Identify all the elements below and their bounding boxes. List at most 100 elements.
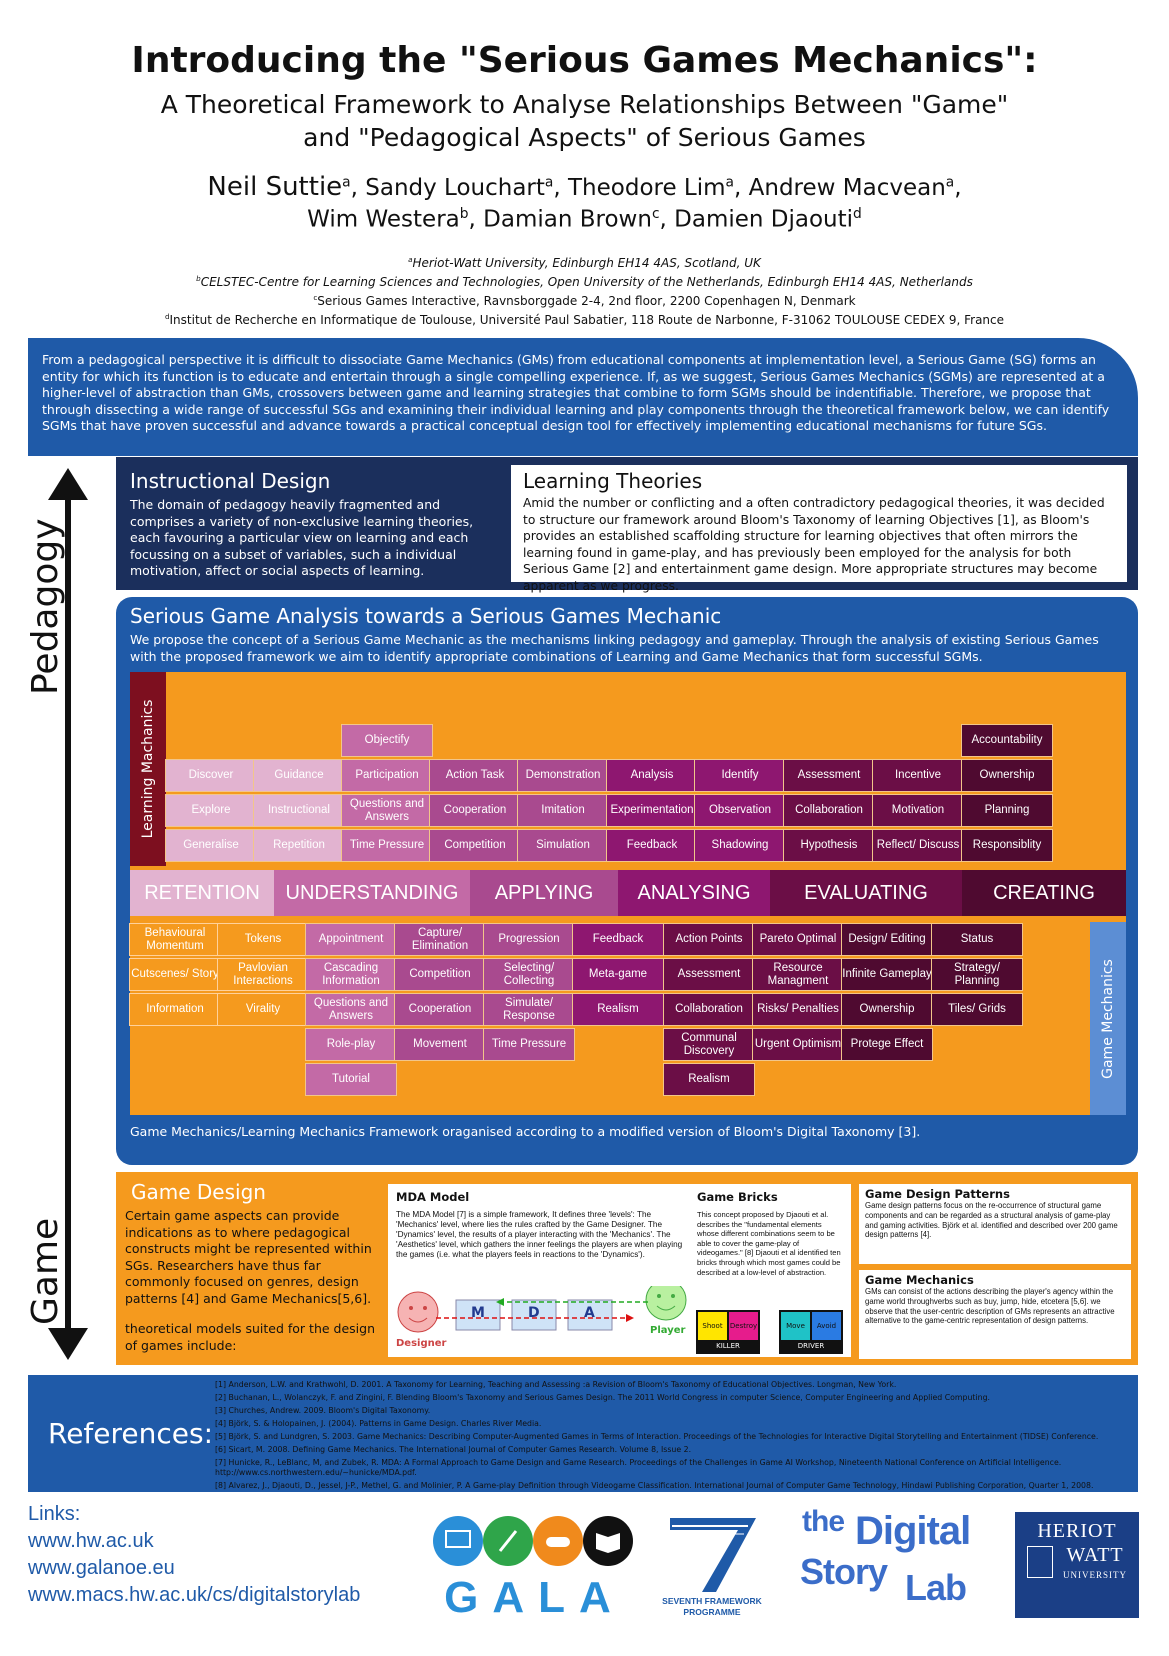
dsl-lab: Lab	[905, 1567, 967, 1608]
affiliation-b: bCELSTEC-Centre for Learning Sciences an…	[196, 274, 973, 289]
learning-mechanic-cell: Participation	[341, 759, 433, 792]
learning-mechanic-cell: Explore	[165, 794, 257, 827]
learning-mechanic-cell: Assessment	[783, 759, 875, 792]
authors-line-1: Neil Suttiea, Sandy Loucharta, Theodore …	[207, 172, 962, 202]
game-design-section: Game Design Certain game aspects can pro…	[116, 1172, 1138, 1365]
learning-mechanic-cell: Competition	[429, 829, 521, 862]
learning-mechanic-cell: Analysis	[606, 759, 698, 792]
reference-item: [5] Björk, S. and Lundgren, S. 2003. Gam…	[215, 1432, 1099, 1441]
affiliation-d: dInstitut de Recherche en Informatique d…	[164, 312, 1005, 327]
learning-mechanic-cell: Planning	[961, 794, 1053, 827]
learning-mechanic-cell: Cooperation	[429, 794, 521, 827]
learning-mechanic-cell: Questions and Answers	[341, 794, 433, 827]
reference-item: [2] Buchanan, L., Wolanczyk, F. and Zing…	[215, 1393, 990, 1402]
game-mechanic-cell: Action Points	[663, 923, 755, 956]
game-mechanic-cell: Design/ Editing	[841, 923, 933, 956]
game-mechanic-cell: Risks/ Penalties	[752, 993, 844, 1026]
poster-subtitle-line-1: A Theoretical Framework to Analyse Relat…	[160, 90, 1009, 119]
hw-watt: WATT	[1066, 1544, 1124, 1566]
links-heading: Links:	[28, 1503, 81, 1525]
poster-subtitle-line-2: and "Pedagogical Aspects" of Serious Gam…	[303, 123, 866, 152]
learning-theories-heading: Learning Theories	[523, 469, 703, 493]
bloom-band-retention: RETENTION	[130, 870, 274, 916]
link-digitalstorylab[interactable]: www.macs.hw.ac.uk/cs/digitalstorylab	[28, 1584, 361, 1606]
game-mechanic-cell: Appointment	[305, 923, 397, 956]
fp7-line-1: SEVENTH FRAMEWORK	[662, 1596, 762, 1606]
designer-face-icon	[397, 1291, 439, 1333]
game-mechanic-cell: Realism	[572, 993, 664, 1026]
game-mechanics-panel: Game Mechanics GMs can consist of the ac…	[859, 1270, 1131, 1359]
learning-mechanic-cell: Feedback	[606, 829, 698, 862]
game-mechanic-cell: Tiles/ Grids	[931, 993, 1023, 1026]
link-galanoe[interactable]: www.galanoe.eu	[28, 1557, 175, 1579]
learning-theories-text: Amid the number or conflicting and a oft…	[523, 496, 1105, 593]
analysis-heading: Serious Game Analysis towards a Serious …	[130, 604, 722, 628]
game-mechanic-cell: Time Pressure	[483, 1028, 575, 1061]
game-mechanic-cell: Role-play	[305, 1028, 397, 1061]
game-mechanic-cell: Virality	[217, 993, 309, 1026]
bloom-band-evaluating: EVALUATING	[770, 870, 962, 916]
move-brick: Move	[781, 1312, 810, 1340]
learning-mechanic-cell: Observation	[694, 794, 786, 827]
reference-item: [6] Sicart, M. 2008. Defining Game Mecha…	[215, 1445, 692, 1454]
learning-theories-box: Learning Theories Amid the number or con…	[511, 465, 1127, 593]
references-section: References:	[28, 1375, 1138, 1492]
affiliation-c: cSerious Games Interactive, Ravnsborggad…	[313, 293, 856, 308]
game-mechanic-cell: Status	[931, 923, 1023, 956]
game-bricks-text: This concept proposed by Djaouti et al. …	[697, 1210, 841, 1277]
game-mechanic-cell: Strategy/ Planning	[931, 958, 1023, 991]
designer-label: Designer	[396, 1338, 447, 1349]
game-mechanic-cell: Protege Effect	[841, 1028, 933, 1061]
dsl-the: the	[802, 1505, 845, 1538]
design-patterns-panel: Game Design Patterns Game design pattern…	[859, 1184, 1131, 1264]
game-mechanic-cell: Capture/ Elimination	[394, 923, 486, 956]
game-mechanic-cell: Communal Discovery	[663, 1028, 755, 1061]
abstract-box: From a pedagogical perspective it is dif…	[28, 338, 1138, 456]
learning-mechanic-cell: Reflect/ Discuss	[872, 829, 964, 862]
game-mechanic-cell: Behavioural Momentum	[129, 923, 221, 956]
reference-item: [7] Hunicke, R., LeBlanc, M, and Zubek, …	[215, 1458, 1062, 1467]
game-mechanic-cell: Realism	[663, 1063, 755, 1096]
game-mechanic-cell: Feedback	[572, 923, 664, 956]
bloom-band-creating: CREATING	[962, 870, 1126, 916]
game-bricks-heading: Game Bricks	[697, 1190, 778, 1204]
game-mechanic-cell: Cascading Information	[305, 958, 397, 991]
game-mechanic-cell: Progression	[483, 923, 575, 956]
analysis-caption: Game Mechanics/Learning Mechanics Framew…	[130, 1124, 921, 1139]
game-design-text-2: theoretical models suited for the design…	[125, 1321, 375, 1353]
learning-mechanic-cell: Repetition	[253, 829, 345, 862]
player-face-icon	[645, 1279, 687, 1321]
game-mechanic-cell: Simulate/ Response	[483, 993, 575, 1026]
dsl-digital: Digital	[855, 1509, 971, 1553]
axis-label-pedagogy: Pedagogy	[25, 518, 66, 695]
axis-arrow	[48, 468, 88, 1360]
digital-story-lab-logo: the Digital Story Lab	[800, 1505, 1000, 1625]
mda-heading: MDA Model	[396, 1190, 470, 1204]
game-mechanic-cell: Assessment	[663, 958, 755, 991]
learning-mechanic-cell: Motivation	[872, 794, 964, 827]
poster-title: Introducing the "Serious Games Mechanics…	[131, 40, 1038, 81]
learning-mechanic-cell: Action Task	[429, 759, 521, 792]
heriot-watt-logo: HERIOT WATT UNIVERSITY	[1015, 1512, 1139, 1618]
game-mechanic-cell: Pavlovian Interactions	[217, 958, 309, 991]
game-mechanic-cell: Tutorial	[305, 1063, 397, 1096]
mda-a-label: A	[584, 1305, 595, 1321]
learning-mechanic-cell: Simulation	[517, 829, 609, 862]
link-hw[interactable]: www.hw.ac.uk	[28, 1530, 154, 1552]
seven-icon	[670, 1518, 756, 1592]
abstract-text: From a pedagogical perspective it is dif…	[42, 352, 1110, 433]
game-bricks-panel: Game Bricks This concept proposed by Dja…	[689, 1184, 851, 1357]
reference-item: [1] Anderson, L.W. and Krathwohl, D. 200…	[215, 1380, 897, 1389]
driver-label: DRIVER	[797, 1342, 825, 1350]
killer-brick: Shoot Destroy KILLER	[696, 1310, 760, 1354]
learning-mechanic-cell: Shadowing	[694, 829, 786, 862]
learning-mechanic-cell: Ownership	[961, 759, 1053, 792]
reference-item: [4] Björk, S. & Holopainen, J. (2004). P…	[215, 1419, 542, 1428]
fp7-line-2: PROGRAMME	[683, 1607, 741, 1617]
hw-university: UNIVERSITY	[1063, 1570, 1127, 1580]
analysis-text: We propose the concept of a Serious Game…	[130, 632, 1099, 664]
hw-heriot: HERIOT	[1037, 1520, 1117, 1542]
authors-line-2: Wim Westerab, Damian Brownc, Damien Djao…	[307, 206, 862, 233]
destroy-brick: Destroy	[729, 1312, 758, 1340]
driver-brick: Move Avoid DRIVER	[779, 1310, 843, 1354]
